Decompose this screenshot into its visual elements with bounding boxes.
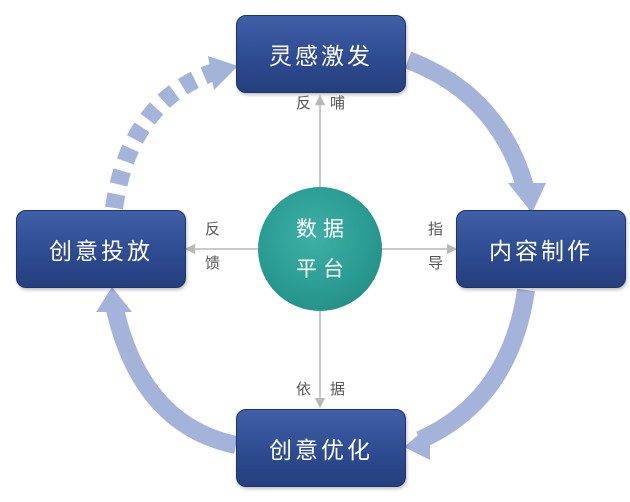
- node-creative-optimization: 创意优化: [236, 409, 406, 487]
- cycle-arrow-top-to-right: [404, 51, 535, 193]
- label-top-char2: 哺: [330, 94, 346, 112]
- hub-label-line1: 数据: [296, 217, 350, 241]
- cycle-arrow-left-to-top: [105, 63, 218, 210]
- label-right-char1: 指: [428, 220, 444, 238]
- cycle-arrowhead-right: [508, 183, 546, 213]
- label-left-char2: 馈: [205, 254, 221, 272]
- cycle-arrowhead-top: [208, 56, 238, 90]
- node-creative-delivery: 创意投放: [16, 210, 186, 288]
- cycle-arrow-right-to-bottom: [416, 288, 535, 449]
- label-top-char1: 反: [296, 94, 312, 112]
- node-content-production: 内容制作: [456, 210, 626, 288]
- cycle-arrow-bottom-to-left: [105, 303, 238, 454]
- cycle-arrowhead-bottom: [404, 425, 430, 460]
- node-inspiration: 灵感激发: [236, 15, 406, 93]
- label-bottom-char1: 依: [296, 380, 312, 398]
- label-bottom-char2: 据: [330, 380, 346, 398]
- hub-label-line2: 平台: [296, 257, 350, 281]
- cycle-arrowhead-left: [96, 287, 132, 312]
- data-platform-hub: 数据 平台: [258, 187, 382, 311]
- label-right-char2: 导: [428, 254, 444, 272]
- label-left-char1: 反: [205, 220, 221, 238]
